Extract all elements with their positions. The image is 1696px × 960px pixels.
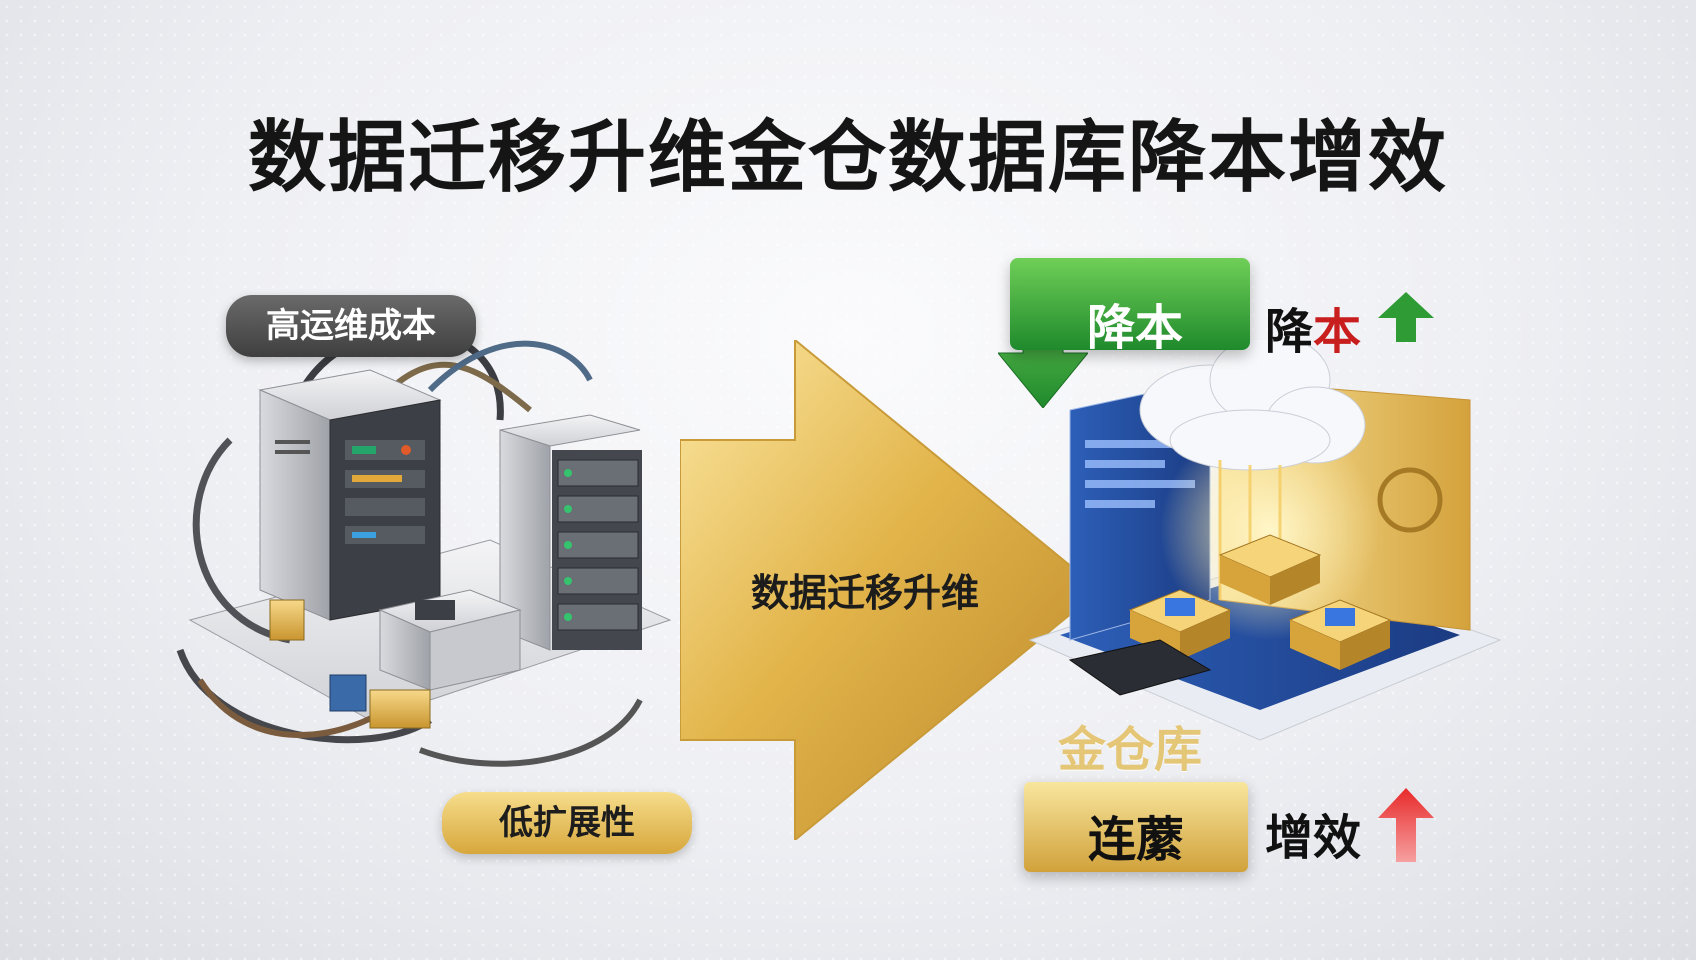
gold-plate-label: 连䕷 [1087,812,1184,868]
green-up-arrow-icon [1378,292,1434,342]
gold-plate [1024,782,1248,872]
legacy-servers-illustration [176,326,672,767]
page-title: 数据迁移升维金仓数据库降本增效 [247,113,1448,203]
kingbase-platform-illustration [1028,340,1502,741]
kingbase-brand-text: 金仓库 [1057,722,1202,778]
cost-reduction-box-label: 降本 [1086,300,1183,356]
cost-label-part1: 降 [1265,304,1314,360]
migration-arrow [680,340,1102,840]
high-maintenance-cost-label: 高运维成本 [226,295,476,357]
cost-label-part2: 本 [1313,304,1362,360]
cost-reduction-label: 降本 [1265,292,1361,362]
low-scalability-label: 低扩展性 [442,792,692,854]
red-up-arrow-icon [1378,788,1434,862]
cost-reduction-box [1010,258,1250,350]
efficiency-label: 增效 [1265,810,1362,866]
migration-arrow-label: 数据迁移升维 [750,571,979,615]
